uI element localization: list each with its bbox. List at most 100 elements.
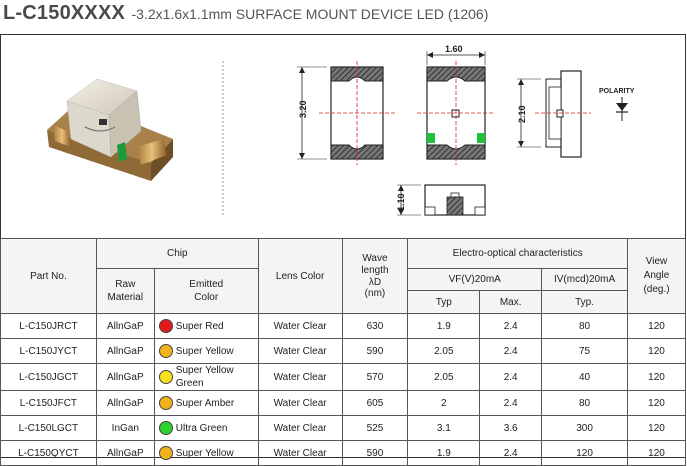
cell-part-no: L-C150LGCT [0, 415, 97, 441]
cell-raw-material: AllnGaP [95, 440, 155, 466]
part-series: L-C150XXXX [3, 2, 126, 24]
cell-iv-typ: 300 [541, 415, 628, 441]
header-vf-max: Max. [479, 290, 543, 314]
emitted-color-name: Super Yellow Green [175, 365, 234, 389]
header-view-angle: View Angle (deg.) [627, 238, 686, 314]
header-vf: VF(V)20mA [407, 268, 543, 291]
dim-width-label: 1.60 [445, 44, 463, 54]
cell-part-no: L-C150QYCT [0, 440, 97, 466]
cell-emitted-color: Super Yellow [153, 440, 259, 466]
cell-part-no: L-C150JRCT [0, 313, 97, 339]
header-vf-typ: Typ [407, 290, 481, 314]
cell-emitted-color: Ultra Green [153, 415, 259, 441]
header-iv-typ: Typ. [541, 290, 628, 314]
cell-emitted-color: Super Yellow [153, 338, 259, 364]
wave-length-label: Wave length [361, 253, 389, 276]
emitted-color-name: Ultra Green [175, 422, 228, 434]
color-dot-icon [158, 344, 173, 358]
emitted-color-label: Emitted Color [189, 279, 224, 303]
cell-lens-color: Water Clear [257, 313, 343, 339]
cell-vf-max: 2.4 [479, 313, 543, 339]
cell-vf-typ: 1.9 [407, 313, 481, 339]
cell-part-no: L-C150JGCT [0, 363, 97, 391]
cell-vf-typ: 2 [407, 390, 481, 416]
cell-vf-typ: 3.1 [407, 415, 481, 441]
header-iv: IV(mcd)20mA [541, 268, 628, 291]
header-lens-color: Lens Color [257, 238, 343, 314]
cell-part-no: L-C150JYCT [0, 338, 97, 364]
dim-length-label: 3.20 [298, 100, 308, 118]
cell-lens-color: Water Clear [257, 363, 343, 391]
color-dot-icon [158, 319, 173, 333]
header-electro-optical: Electro-optical characteristics [407, 238, 628, 269]
cell-vf-typ: 2.05 [407, 338, 481, 364]
color-dot-icon [158, 421, 173, 435]
datasheet-frame: 3.20 1.60 [0, 34, 686, 466]
cell-lens-color: Water Clear [257, 338, 343, 364]
cell-view-angle: 120 [627, 415, 686, 441]
cell-wave-length: 605 [341, 390, 409, 416]
wave-symbol: λD [368, 277, 382, 288]
dim-height-label: 1.10 [396, 193, 406, 211]
cell-vf-max: 3.6 [479, 415, 543, 441]
emitted-color-name: Super Red [175, 320, 224, 332]
cell-iv-typ: 80 [541, 390, 628, 416]
cell-raw-material: AllnGaP [95, 313, 155, 339]
side-view-drawing: 2.10 [517, 70, 591, 158]
cell-iv-typ: 75 [541, 338, 628, 364]
cell-wave-length: 590 [341, 440, 409, 466]
cell-vf-typ: 1.9 [407, 440, 481, 466]
header-emitted-color: Emitted Color [153, 268, 259, 314]
cell-lens-color: Water Clear [257, 390, 343, 416]
cell-view-angle: 120 [627, 313, 686, 339]
cell-vf-max: 2.4 [479, 338, 543, 364]
cell-view-angle: 120 [627, 338, 686, 364]
spec-table: Part No. Chip Lens Color Wave length λD … [0, 238, 686, 466]
cell-wave-length: 525 [341, 415, 409, 441]
cell-emitted-color: Super Amber [153, 390, 259, 416]
top-view-drawing: 1.60 [417, 44, 495, 165]
color-dot-icon [158, 396, 173, 410]
cell-iv-typ: 120 [541, 440, 628, 466]
dim-side-label: 2.10 [517, 105, 527, 123]
page-title: L-C150XXXX -3.2x1.6x1.1mm SURFACE MOUNT … [3, 2, 488, 28]
cell-view-angle: 120 [627, 440, 686, 466]
emitted-color-name: Super Amber [175, 397, 235, 409]
cell-vf-max: 2.4 [479, 363, 543, 391]
emitted-color-name: Super Yellow [175, 447, 234, 459]
product-description: -3.2x1.6x1.1mm SURFACE MOUNT DEVICE LED … [131, 6, 489, 22]
cell-iv-typ: 40 [541, 363, 628, 391]
cell-vf-typ: 2.05 [407, 363, 481, 391]
polarity-symbol: POLARITY [599, 88, 635, 121]
view-angle-label: View Angle (deg.) [643, 256, 670, 295]
cell-lens-color: Water Clear [257, 415, 343, 441]
cell-raw-material: AllnGaP [95, 390, 155, 416]
cell-iv-typ: 80 [541, 313, 628, 339]
mechanical-drawing: 3.20 1.60 [47, 44, 635, 216]
cell-lens-color: Water Clear [257, 440, 343, 466]
wave-unit: (nm) [364, 288, 386, 299]
header-wave-length: Wave length λD (nm) [341, 238, 409, 314]
cell-wave-length: 630 [341, 313, 409, 339]
cell-wave-length: 570 [341, 363, 409, 391]
height-view-drawing: 1.10 [396, 184, 486, 216]
cell-view-angle: 120 [627, 390, 686, 416]
color-dot-icon [158, 446, 173, 460]
header-part-no: Part No. [0, 238, 97, 314]
cell-vf-max: 2.4 [479, 390, 543, 416]
cell-vf-max: 2.4 [479, 440, 543, 466]
cell-view-angle: 120 [627, 363, 686, 391]
emitted-color-name: Super Yellow [175, 345, 234, 357]
polarity-label: POLARITY [599, 88, 635, 95]
header-chip: Chip [95, 238, 259, 269]
bottom-view-drawing: 3.20 [297, 61, 395, 165]
cell-emitted-color: Super Red [153, 313, 259, 339]
cell-part-no: L-C150JFCT [0, 390, 97, 416]
cell-raw-material: InGan [95, 415, 155, 441]
